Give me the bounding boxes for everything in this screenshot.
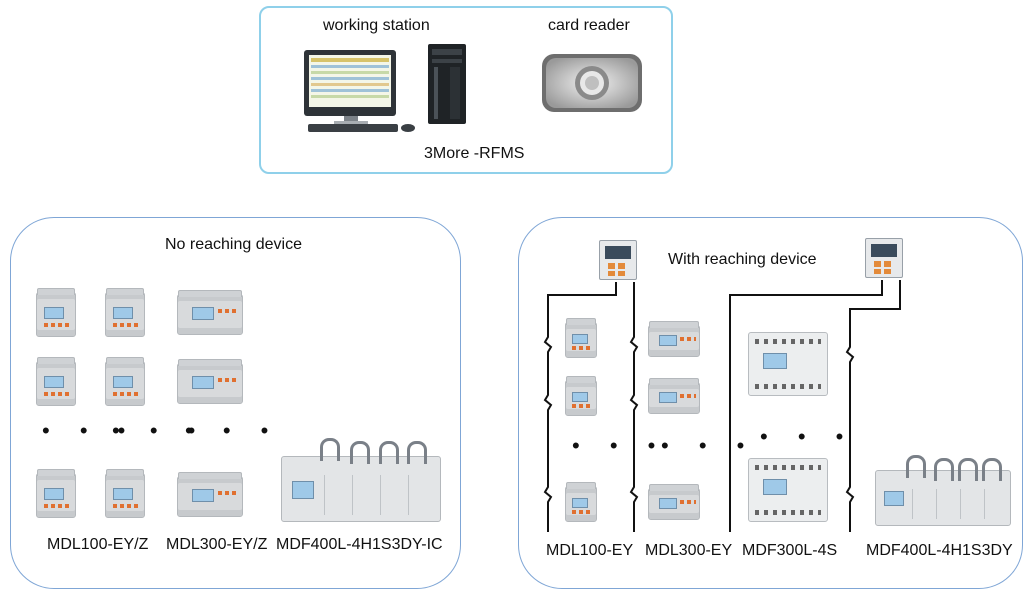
mdl100-ey-z-label: MDL100-EY/Z — [47, 536, 149, 553]
card-reader-label: card reader — [548, 17, 630, 34]
ellipsis: • • • — [661, 433, 757, 458]
mdl100-meter — [565, 376, 597, 416]
cable-loop — [958, 458, 978, 481]
ellipsis: • • • — [760, 424, 856, 449]
card-reader-icon — [542, 54, 642, 112]
mdl100-meter — [105, 469, 145, 518]
cable-loop — [906, 455, 926, 478]
ellipsis: • • • — [112, 418, 208, 443]
cable-loop — [379, 441, 399, 464]
reaching-device-controller — [865, 238, 903, 278]
mdf400l-ic-meter — [281, 456, 441, 522]
mdl100-meter — [565, 482, 597, 522]
cable-loop — [407, 441, 427, 464]
wiring-lines — [543, 280, 901, 532]
cable-loop — [320, 438, 340, 461]
ellipsis: • • • — [185, 418, 281, 443]
with-reaching-device-panel — [518, 217, 1023, 589]
no-reaching-device-panel — [10, 217, 461, 589]
mdf400l-label: MDF400L-4H1S3DY — [866, 542, 1013, 559]
mdl100-meter — [105, 288, 145, 337]
workstation-label: working station — [323, 17, 430, 34]
left-panel-title: No reaching device — [165, 236, 302, 253]
ellipsis: • • • — [572, 433, 668, 458]
mdf300l-meter — [748, 458, 828, 522]
cable-loop — [934, 458, 954, 481]
rfms-system-box — [259, 6, 673, 174]
workstation-icon — [304, 44, 466, 132]
mdl100-meter — [565, 318, 597, 358]
right-panel-title: With reaching device — [668, 251, 817, 268]
mdl300-meter — [648, 484, 700, 520]
mdl300-meter — [177, 359, 243, 404]
mdl300-meter — [648, 321, 700, 357]
ellipsis: • • • — [42, 418, 138, 443]
mdl100-meter — [36, 288, 76, 337]
cable-loop — [982, 458, 1002, 481]
mdl300-ey-label: MDL300-EY — [645, 542, 733, 559]
mdl300-meter — [177, 472, 243, 517]
mdl300-ey-z-label: MDL300-EY/Z — [166, 536, 268, 553]
mdl100-meter — [105, 357, 145, 406]
mdf300l-meter — [748, 332, 828, 396]
reaching-device-controller — [599, 240, 637, 280]
mdl100-meter — [36, 357, 76, 406]
mdl100-meter — [36, 469, 76, 518]
mdf300l-4s-label: MDF300L-4S — [742, 542, 838, 559]
cable-loop — [350, 441, 370, 464]
mdl100-ey-label: MDL100-EY — [546, 542, 634, 559]
mdl300-meter — [648, 378, 700, 414]
system-label: 3More -RFMS — [424, 145, 525, 162]
mdf400l-ic-label: MDF400L-4H1S3DY-IC — [276, 536, 443, 553]
mdl300-meter — [177, 290, 243, 335]
